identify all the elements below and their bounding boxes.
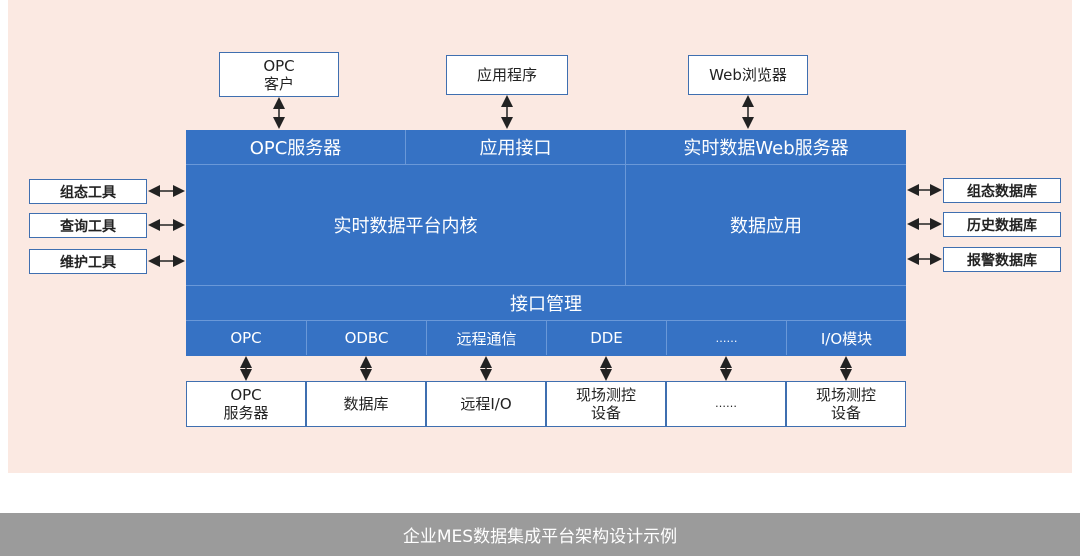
bottom-box-opc-server: OPC 服务器 xyxy=(186,381,306,427)
opc-server-header: OPC服务器 xyxy=(186,130,406,165)
web-browser-box: Web浏览器 xyxy=(688,55,808,95)
right-db-config: 组态数据库 xyxy=(943,178,1061,203)
left-tool-config: 组态工具 xyxy=(29,179,147,204)
left-tool-query: 查询工具 xyxy=(29,213,147,238)
bottom-box-field-device: 现场测控 设备 xyxy=(786,381,906,427)
right-db-alarm: 报警数据库 xyxy=(943,247,1061,272)
bottom-box-field-device: 现场测控 设备 xyxy=(546,381,666,427)
data-application: 数据应用 xyxy=(626,165,906,286)
protocol-cell: I/O模块 xyxy=(786,321,906,355)
bottom-box-database: 数据库 xyxy=(306,381,426,427)
opc-client-box: OPC 客户 xyxy=(219,52,339,97)
realtime-kernel: 实时数据平台内核 xyxy=(186,165,626,286)
app-interface-header: 应用接口 xyxy=(406,130,626,165)
interface-management: 接口管理 xyxy=(186,286,906,321)
realtime-web-server-header: 实时数据Web服务器 xyxy=(626,130,906,165)
left-tool-maintenance: 维护工具 xyxy=(29,249,147,274)
protocol-cell: OPC xyxy=(230,329,262,347)
protocol-cell: 远程通信 xyxy=(426,321,546,355)
protocol-cell: DDE xyxy=(546,321,666,355)
protocol-cell: …… xyxy=(666,321,786,355)
bottom-box-remote-io: 远程I/O xyxy=(426,381,546,427)
application-box: 应用程序 xyxy=(446,55,568,95)
figure-caption: 企业MES数据集成平台架构设计示例 xyxy=(0,513,1080,556)
right-db-history: 历史数据库 xyxy=(943,212,1061,237)
bottom-box-ellipsis: …… xyxy=(666,381,786,427)
protocol-cell: ODBC xyxy=(306,321,426,355)
